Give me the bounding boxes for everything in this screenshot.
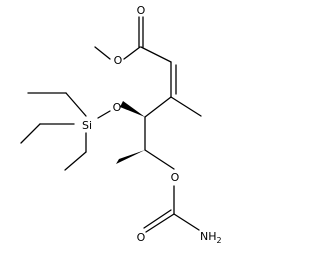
atom-label-amine: NH2 [200,230,222,245]
wedge-bond-stereocenter-to-silyl-oxygen [120,101,145,117]
bond-carbamate-double-b [143,209,172,229]
bond-silyl-oxygen-to-silicon [97,110,111,119]
bond-carbamate-to-amine [173,213,200,231]
amine-h-subscript: 2 [217,236,222,245]
wedge-bond-stereocenter-to-methyl [116,150,145,164]
bond-ester-oxygen-carbonyl-carbon [123,46,141,60]
bond-layer [20,16,202,233]
bond-alkene-methyl [170,96,202,117]
atom-label-silyl-ether-oxygen: O [113,101,122,114]
bond-carbonyl-to-alkene [140,46,172,63]
atom-label-carbamate-carbonyl-oxygen: O [137,231,146,244]
atom-label-silicon: Si [82,119,92,132]
bond-silicon-ethyl1-a [65,92,87,117]
amine-nh: NH [200,230,217,243]
bond-stereocenter-to-carbamate-oxygen [144,149,175,170]
bond-methoxy-carbon [94,46,111,60]
bond-silicon-ethyl2-b [20,123,41,144]
bond-carbamate-double-a [145,213,175,233]
bond-alkene-to-stereocenter [144,96,172,118]
atom-label-carbonyl-oxygen: O [137,4,146,17]
wedge-layer [116,101,145,164]
atom-label-ester-oxygen: O [114,54,123,67]
bond-silicon-ethyl3-b [64,151,87,171]
structure-diagram: O O O Si O O NH2 [20,4,222,245]
atom-label-carbamate-ester-oxygen: O [171,171,180,184]
atom-label-layer: O O O Si O O NH2 [82,4,222,245]
